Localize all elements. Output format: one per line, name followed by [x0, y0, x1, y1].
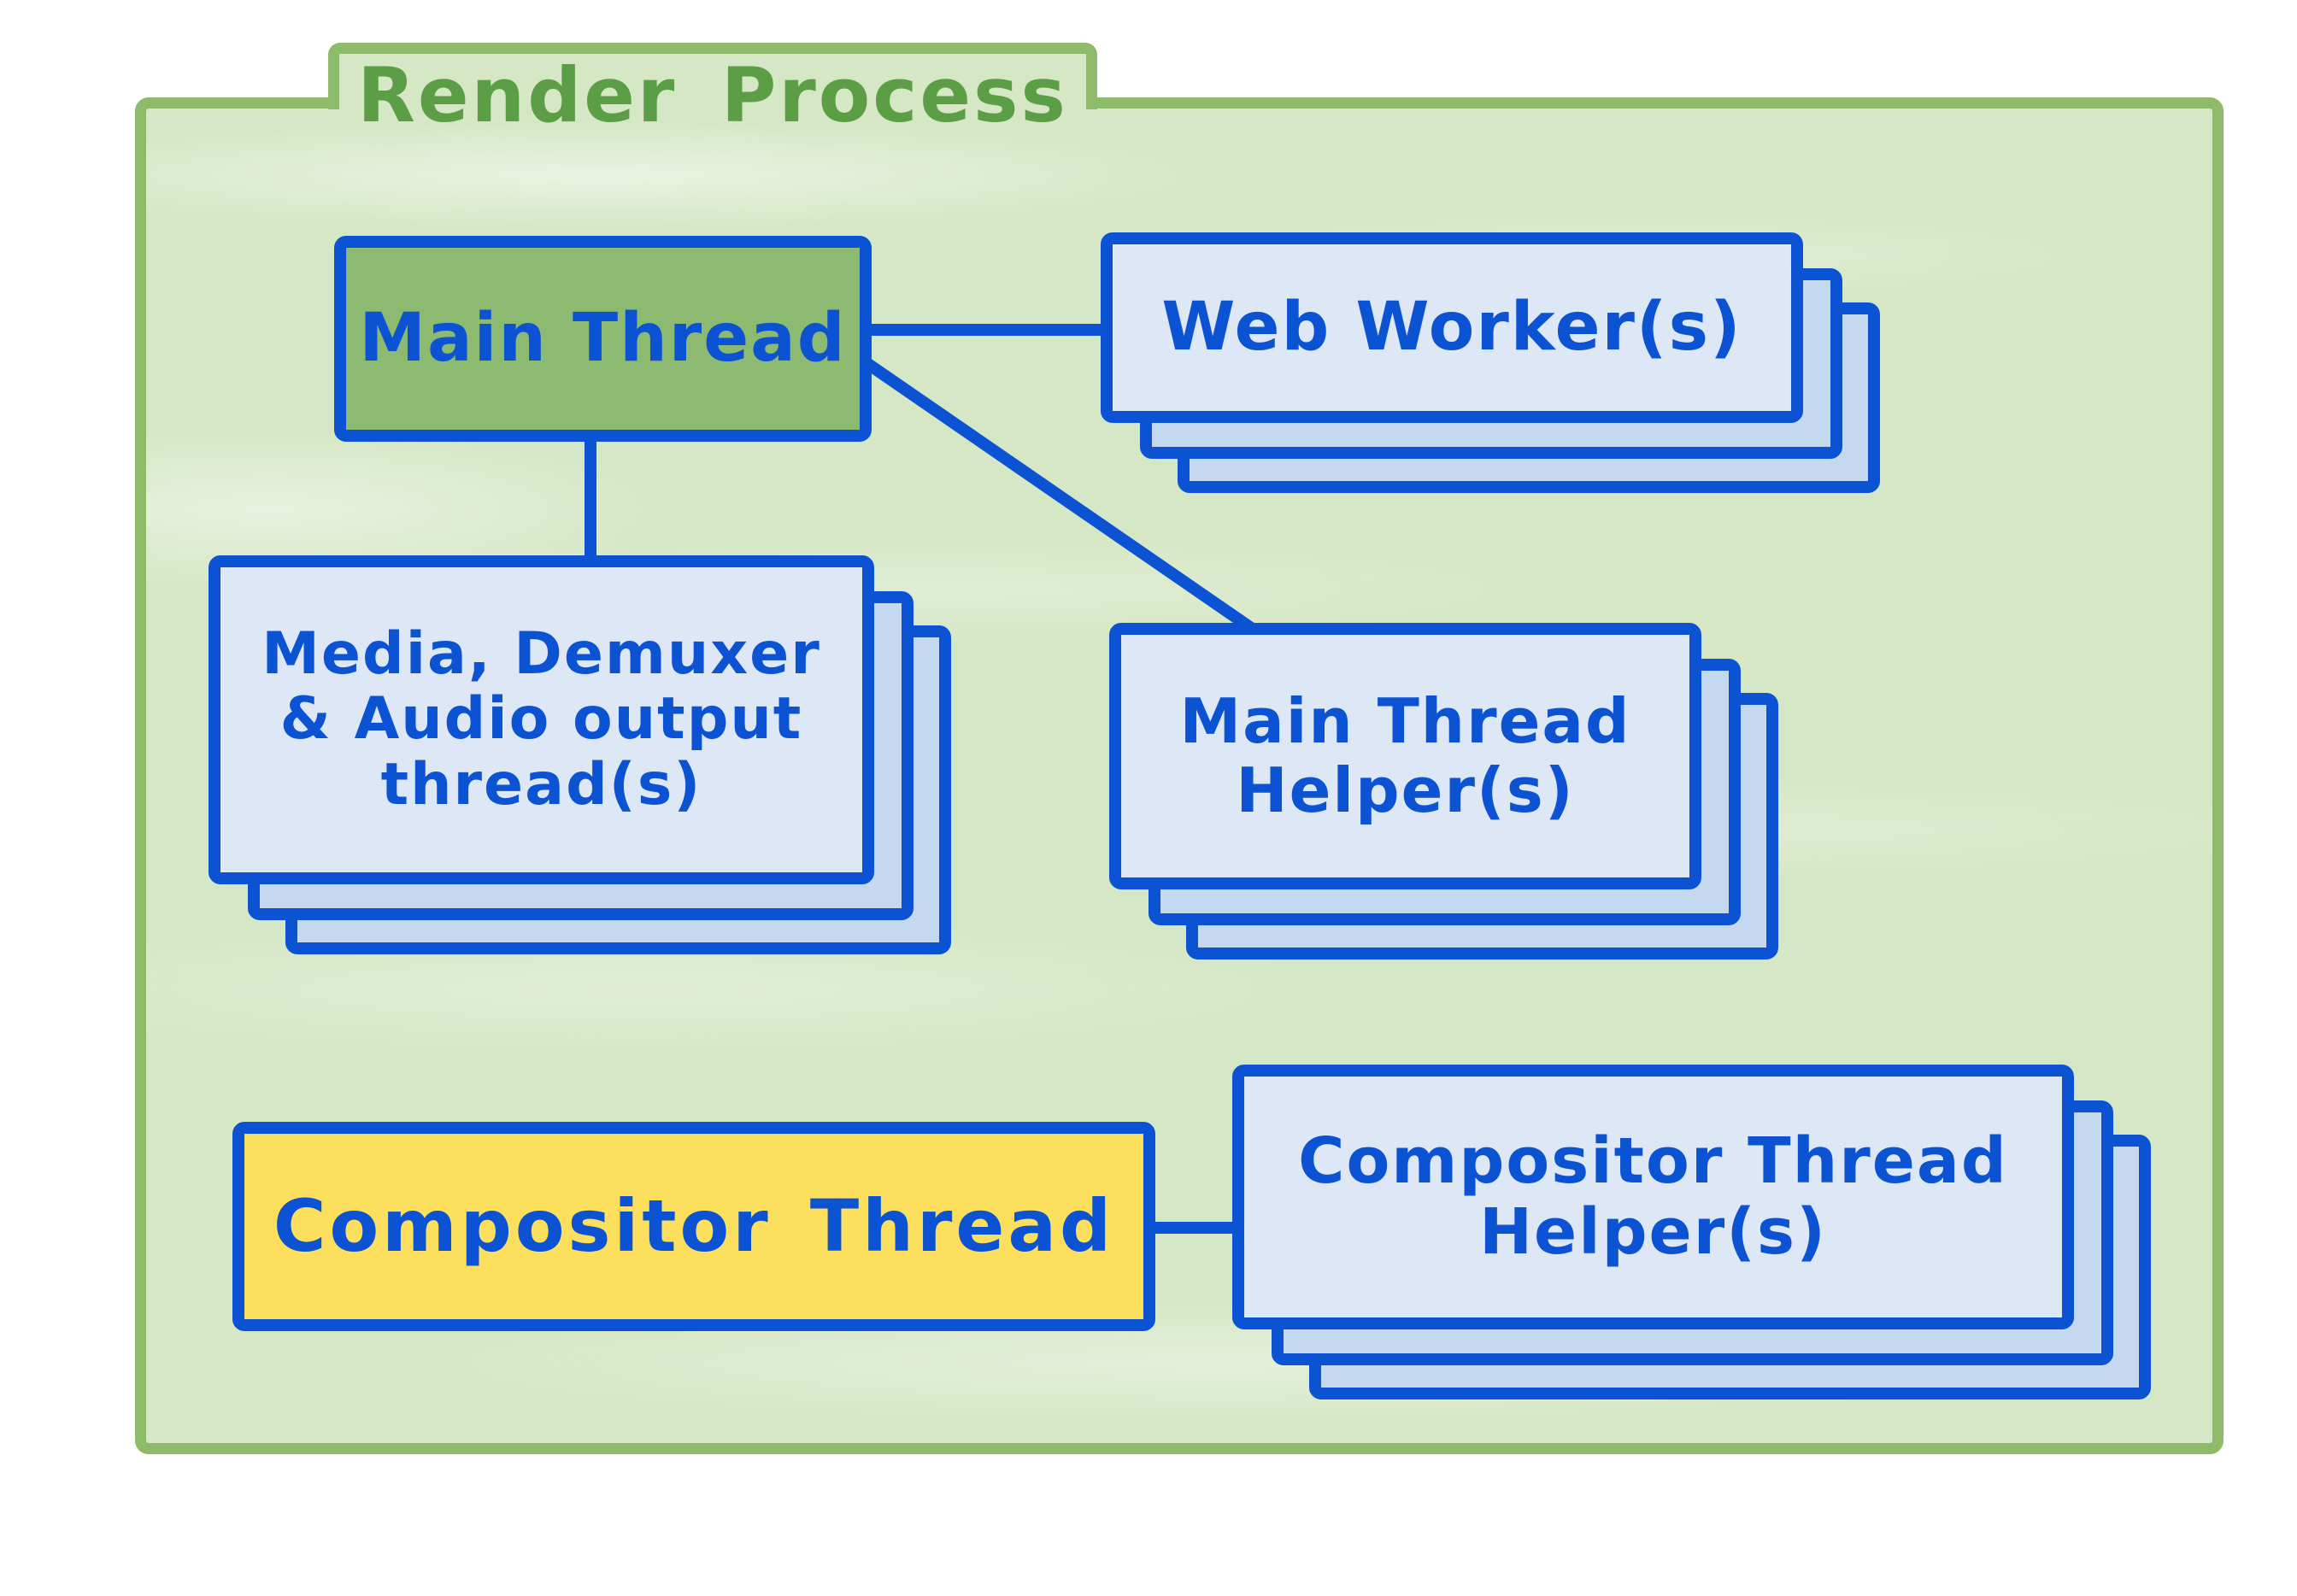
main-thread-helpers-card: Main Thread Helper(s) [1109, 623, 1701, 889]
main-thread-helpers-label-line1: Main Thread [1179, 685, 1631, 758]
main-thread-helpers-label: Main Thread Helper(s) [1179, 687, 1630, 824]
web-workers-label: Web Worker(s) [1161, 288, 1742, 366]
compositor-helpers-label: Compositor Thread Helper(s) [1298, 1126, 2008, 1268]
web-workers-card: Web Worker(s) [1101, 232, 1803, 423]
media-threads-card: Media, Demuxer & Audio output thread(s) [209, 555, 874, 884]
node-web-workers: Web Worker(s) [1101, 232, 1880, 493]
diagram-title: Render Process [357, 51, 1068, 139]
edge-main-thread-to-main-thread-helpers [860, 356, 1298, 662]
media-threads-label-line3: thread(s) [380, 750, 702, 819]
compositor-thread-card: Compositor Thread [232, 1122, 1155, 1331]
compositor-helpers-label-line1: Compositor Thread [1298, 1124, 2008, 1199]
main-thread-card: Main Thread [334, 236, 872, 442]
node-media-demuxer-audio-threads: Media, Demuxer & Audio output thread(s) [209, 555, 951, 954]
media-threads-label: Media, Demuxer & Audio output thread(s) [261, 620, 821, 819]
media-threads-label-line2: & Audio output [279, 685, 803, 754]
node-compositor-thread: Compositor Thread [232, 1122, 1155, 1331]
main-thread-helpers-label-line2: Helper(s) [1236, 754, 1575, 826]
node-main-thread-helpers: Main Thread Helper(s) [1109, 623, 1778, 959]
compositor-helpers-label-line2: Helper(s) [1479, 1195, 1827, 1269]
node-compositor-thread-helpers: Compositor Thread Helper(s) [1232, 1065, 2151, 1399]
main-thread-label: Main Thread [359, 299, 847, 377]
node-main-thread: Main Thread [334, 236, 872, 442]
compositor-thread-label: Compositor Thread [273, 1184, 1115, 1269]
compositor-helpers-card: Compositor Thread Helper(s) [1232, 1065, 2074, 1329]
media-threads-label-line1: Media, Demuxer [261, 620, 821, 689]
folder-tab [328, 43, 1097, 109]
